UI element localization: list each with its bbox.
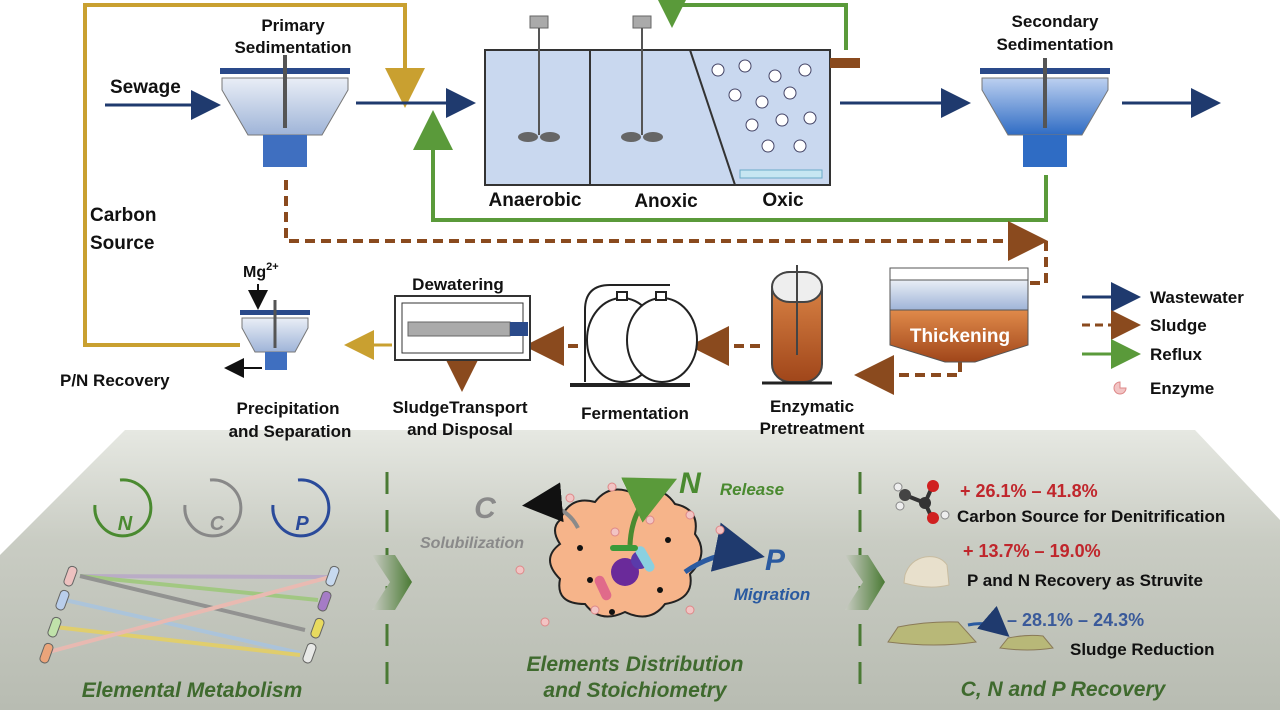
chevron-right-icon (845, 555, 885, 610)
cycle-n-label: N (118, 513, 133, 535)
sludge-line (1030, 241, 1048, 285)
carbon-source-recovery-label: Carbon Source for Denitrification (957, 507, 1225, 526)
dewatering-unit (394, 295, 531, 361)
release-arrow (621, 477, 678, 546)
solubilization-arrow (522, 482, 580, 529)
elements-distribution-title-2: and Stoichiometry (543, 679, 728, 702)
fermentation-tanks (570, 284, 698, 387)
enzymatic-pretreatment-tank (762, 265, 832, 385)
cycle-p-icon (271, 478, 331, 538)
air-bubbles-icon (711, 59, 817, 153)
sludge-reflux-line (413, 110, 1048, 222)
sludge-reduction-value: – 28.1% – 24.3% (1007, 610, 1144, 630)
secondary-sedimentation-tank (980, 58, 1110, 167)
sludge-floc-icon (549, 488, 703, 618)
cycle-n-icon (93, 478, 153, 538)
p-label: P (765, 544, 786, 577)
secondary-label-1: Secondary (1012, 12, 1099, 31)
internal-reflux-line (652, 0, 848, 50)
primary-sedimentation-tank (220, 55, 350, 167)
anaerobic-label: Anaerobic (489, 190, 582, 211)
primary-label-2: Sedimentation (234, 38, 351, 57)
carbon-source-label-2: Source (90, 233, 154, 254)
dewatering-label: Dewatering (412, 275, 504, 294)
struvite-value: + 13.7% – 19.0% (963, 541, 1101, 561)
fermentation-label: Fermentation (581, 404, 689, 423)
mixer-icon (621, 15, 663, 142)
legend-reflux-label: Reflux (1150, 345, 1203, 364)
mixer-icon (518, 15, 560, 142)
anoxic-label: Anoxic (634, 191, 698, 212)
sludge-small-icon (999, 634, 1054, 651)
cycle-c-label: C (210, 513, 225, 535)
oxic-label: Oxic (762, 190, 804, 211)
reduction-arrow (967, 605, 1010, 637)
cycle-p-label: P (295, 513, 309, 535)
cycle-c-icon (183, 478, 243, 538)
migration-arrow (683, 522, 765, 575)
pn-recovery-label: P/N Recovery (60, 371, 170, 390)
transport-label-1: SludgeTransport (392, 398, 527, 417)
elemental-metabolism-title: Elemental Metabolism (82, 679, 303, 702)
precipitation-label-2: and Separation (229, 422, 352, 441)
solubilization-label: Solubilization (420, 535, 524, 552)
primary-label-1: Primary (261, 16, 325, 35)
thickening-tank (889, 267, 1029, 363)
sludge-line (854, 355, 962, 395)
microbe-icon (577, 537, 671, 615)
enzyme-icon (515, 482, 725, 627)
struvite-recovery-label: P and N Recovery as Struvite (967, 571, 1203, 590)
struvite-icon (903, 556, 950, 588)
legend: Wastewater Sludge Reflux Enzyme (1082, 282, 1244, 398)
legend-wastewater-label: Wastewater (1150, 288, 1244, 307)
reactor-tank (484, 15, 860, 186)
elements-distribution-title-1: Elements Distribution (526, 653, 743, 676)
thickening-label: Thickening (910, 326, 1010, 347)
precipitation-label-1: Precipitation (237, 399, 340, 418)
element-cycles (93, 478, 331, 538)
carbon-source-value: + 26.1% – 41.8% (960, 481, 1098, 501)
enzymatic-label-1: Enzymatic (770, 397, 854, 416)
c-label: C (474, 492, 497, 525)
carbon-source-line (83, 3, 425, 347)
legend-enzyme-label: Enzyme (1150, 379, 1214, 398)
release-label: Release (720, 480, 784, 499)
sludge-reduction-label: Sludge Reduction (1070, 640, 1215, 659)
sewage-label: Sewage (110, 77, 181, 98)
precipitation-tank (240, 300, 310, 370)
sludge-line (284, 180, 1048, 261)
carbon-source-label-1: Carbon (90, 205, 157, 226)
migration-label: Migration (734, 585, 811, 604)
secondary-label-2: Sedimentation (996, 35, 1113, 54)
acetic-acid-molecule-icon (893, 480, 950, 524)
mg-label: Mg2+ (243, 261, 279, 281)
n-label: N (679, 467, 702, 500)
transport-label-2: and Disposal (407, 420, 513, 439)
enzymatic-label-2: Pretreatment (760, 419, 865, 438)
metabolism-network (39, 565, 340, 664)
chevron-right-icon (372, 555, 412, 610)
sludge-large-icon (887, 621, 977, 646)
legend-sludge-label: Sludge (1150, 316, 1207, 335)
enzyme-icon (1113, 381, 1127, 395)
recovery-title: C, N and P Recovery (961, 678, 1167, 701)
